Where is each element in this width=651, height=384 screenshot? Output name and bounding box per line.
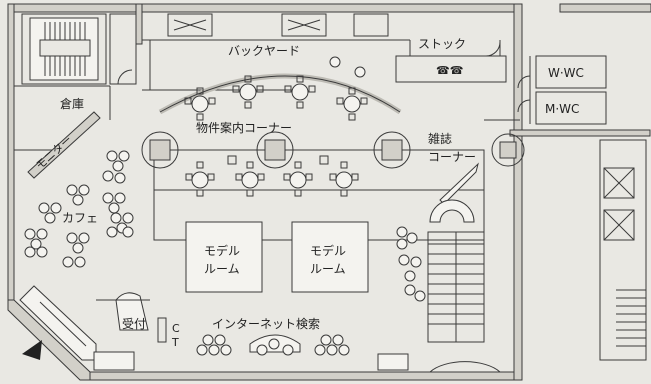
telephone-icon: ☎☎ [436, 64, 463, 77]
model-room-a-label-2: ルーム [204, 262, 240, 276]
cafe-label: カフェ [62, 211, 98, 225]
stock-label: ストック [418, 37, 466, 51]
internet-search-seating [196, 334, 350, 356]
inner-walls [96, 40, 520, 301]
reception-label: 受付 [122, 317, 146, 331]
property-chairs-lower [185, 155, 359, 197]
wc-block [517, 55, 607, 125]
ct-label-c: C [172, 322, 180, 335]
model-rooms [185, 221, 369, 293]
ct-label-t: T [171, 336, 179, 349]
storage-label: 倉庫 [60, 96, 84, 111]
property-chairs-upper [184, 75, 368, 121]
property-tables-upper [191, 56, 366, 113]
property-corner-label: 物件案内コーナー [196, 120, 292, 135]
reception-desk [115, 292, 167, 343]
magazine-label-1: 雑誌 [428, 131, 452, 146]
women-wc-label: W·WC [548, 66, 584, 80]
men-wc-label: M·WC [545, 102, 579, 116]
model-room-a-label-1: モデル [204, 243, 240, 258]
magazine-corner [429, 162, 479, 223]
stairside-seating [396, 226, 426, 302]
central-staircase [427, 231, 501, 373]
backyard-area [142, 13, 410, 91]
right-core [599, 139, 647, 361]
entrance-arrow-icon [22, 340, 42, 360]
cafe-seating [24, 150, 134, 268]
model-room-b-label-2: ルーム [310, 262, 346, 276]
utility-room [109, 13, 137, 85]
model-room-b-label-1: モデル [310, 243, 346, 258]
outer-walls [7, 3, 651, 381]
magazine-label-2: コーナー [428, 150, 476, 164]
backyard-label: バックヤード [228, 44, 300, 58]
stairs-top-left [21, 13, 107, 85]
pillars [141, 131, 525, 169]
internet-search-label: インターネット検索 [212, 317, 320, 331]
